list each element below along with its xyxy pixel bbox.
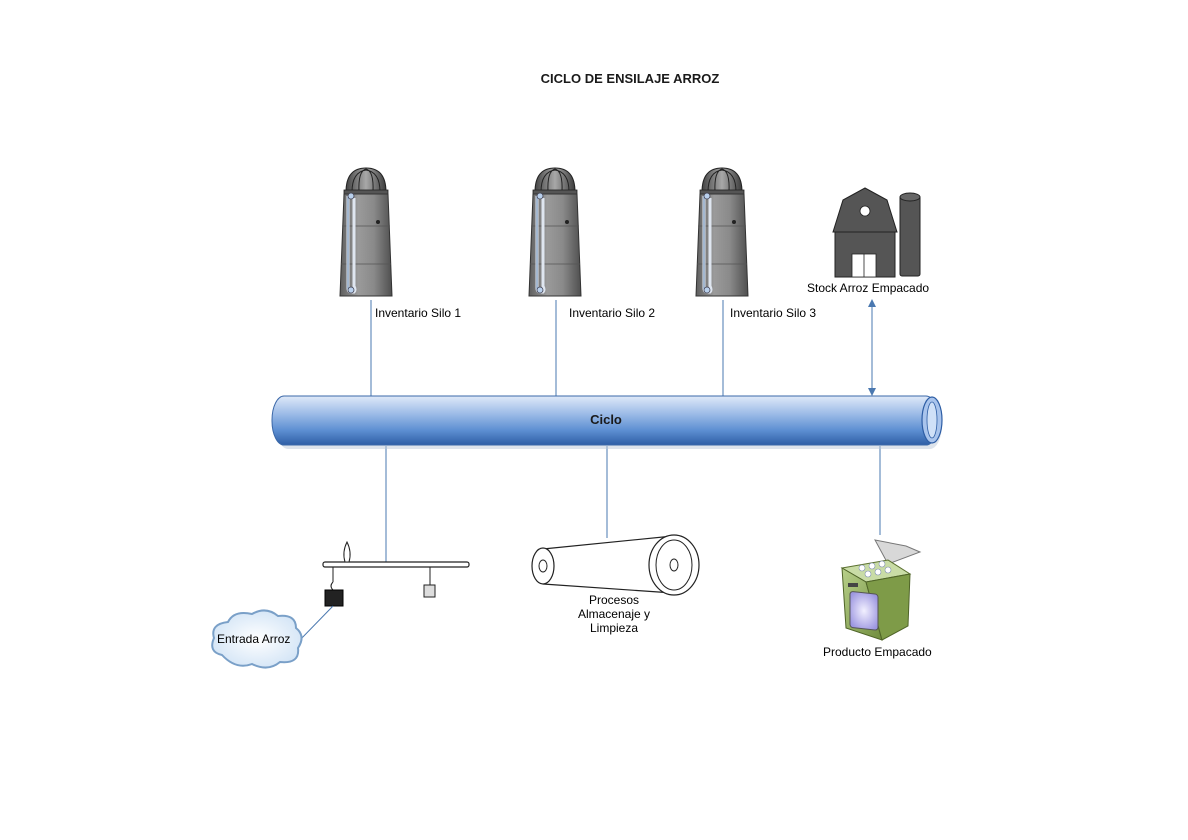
barn-icon (832, 187, 921, 278)
arrowhead-up-icon (868, 299, 876, 307)
ciclo-label: Ciclo (590, 412, 622, 427)
silo-icon (338, 166, 394, 298)
pulley-belt-icon (531, 534, 700, 596)
ciclo-pipe (271, 395, 943, 449)
silo-3-label: Inventario Silo 3 (730, 306, 817, 320)
procesos-label: Procesos Almacenaje y Limpieza (554, 593, 674, 635)
producto-label: Producto Empacado (823, 645, 932, 659)
silo-icon (694, 166, 750, 298)
packaged-product-icon (840, 539, 922, 641)
arrowhead-down-icon (868, 388, 876, 396)
diagram-title: CICLO DE ENSILAJE ARROZ (540, 71, 720, 86)
procesos-line-3: Limpieza (589, 621, 639, 635)
procesos-line-2: Almacenaje y (577, 607, 651, 621)
scale-icon (297, 540, 470, 643)
entrada-label: Entrada Arroz (217, 632, 291, 646)
cloud-icon (211, 609, 303, 669)
connectors (370, 300, 881, 562)
silo-2-label: Inventario Silo 2 (569, 306, 656, 320)
silo-1-label: Inventario Silo 1 (375, 306, 462, 320)
silo-icon (527, 166, 583, 298)
stock-label: Stock Arroz Empacado (807, 281, 930, 295)
procesos-line-1: Procesos (588, 593, 640, 607)
